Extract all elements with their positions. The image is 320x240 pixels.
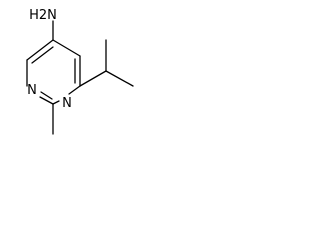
- bond-c6-n1: [68, 85, 81, 95]
- bond-c6-isopropyl: [79, 70, 107, 87]
- bond-c4-n3-side: [26, 39, 54, 61]
- bond-isopropyl-right: [105, 70, 134, 87]
- molecule-diagram: H2N N N: [26, 8, 134, 135]
- bond-c4-c5: [52, 39, 81, 57]
- nitrogen-top-label: N: [27, 83, 37, 98]
- nitrogen-bottom-label: N: [62, 96, 72, 111]
- bond-c4-n3-inner: [31, 46, 54, 64]
- structure-canvas: H2N N N: [0, 0, 166, 150]
- bond-n1-c2: [52, 100, 60, 105]
- bond-c2-n3: [39, 96, 54, 105]
- bond-c2-n3-inner: [40, 91, 53, 100]
- amine-label: H2N: [29, 8, 57, 23]
